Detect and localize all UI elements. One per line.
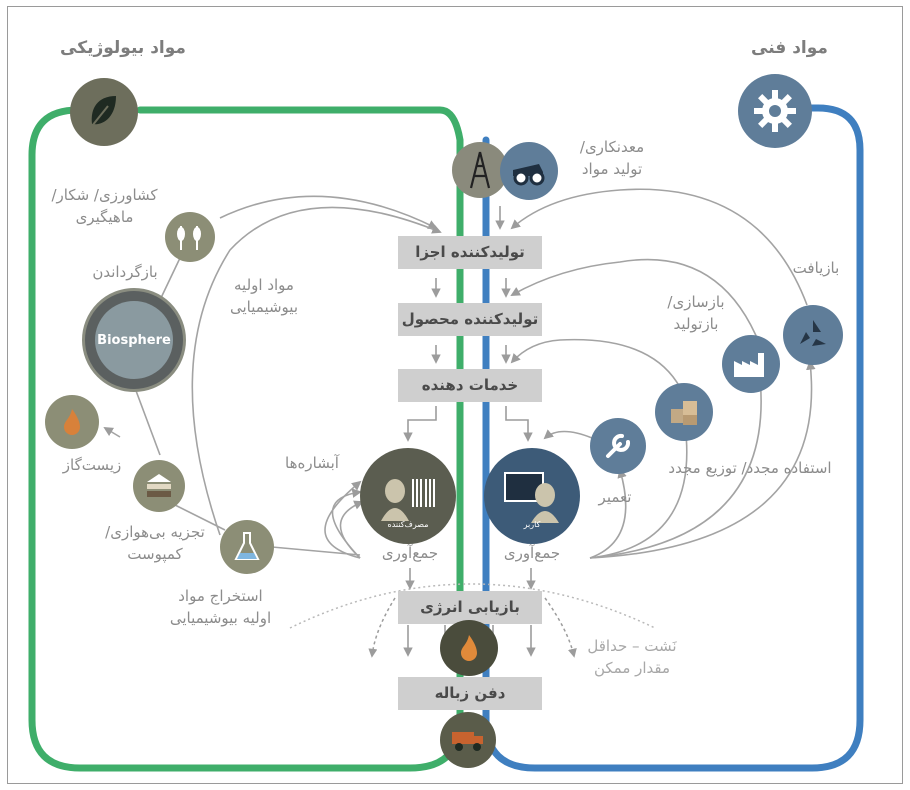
arrow-farming-to-parts <box>219 195 438 229</box>
leakage-arrow-right <box>544 597 577 658</box>
farming-label-line-2: ماهیگیری <box>75 207 134 226</box>
flask-icon <box>220 520 274 574</box>
factory-icon <box>722 335 780 393</box>
biosphere-globe <box>95 301 173 379</box>
mining-truck-icon <box>500 142 558 200</box>
arrow-recycle-to-parts <box>510 188 808 306</box>
flame-icon <box>440 620 498 676</box>
extraction-label-line-2: اولیه بیوشیمیایی <box>169 608 272 627</box>
energy-recovery-box: بازیابی انرژی <box>398 591 542 624</box>
farming-label-line-1: کشاورزی/ شکار/ <box>51 186 158 204</box>
fire-icon <box>45 395 99 449</box>
extraction-label-line-1: استخراج مواد <box>178 587 263 605</box>
cascades-label: آبشاره‌ها <box>285 454 339 472</box>
diagram-frame <box>7 6 903 784</box>
landfill-box: دفن زباله <box>398 677 542 710</box>
regeneration-label: بازگرداندن <box>92 263 158 281</box>
truck-icon <box>440 712 496 768</box>
arrow-maintenance-to-user <box>543 429 593 440</box>
wrench-icon <box>590 418 646 474</box>
leakage-dotted-arc <box>289 583 656 629</box>
line-extraction-to-collection <box>271 546 361 556</box>
parts-manufacturer-box: تولیدکننده اجزا <box>398 236 542 269</box>
consumer-caption: مصرف‌کننده <box>388 520 429 529</box>
biochemical-feedstock-line-1: مواد اولیه <box>234 276 294 294</box>
globe-icon: Biosphere <box>82 288 186 392</box>
line-digestion-to-extraction <box>174 504 226 531</box>
arrow-refurbish-to-product <box>510 258 761 346</box>
service-provider-box: خدمات دهنده <box>398 369 542 402</box>
recycle-icon <box>783 305 843 365</box>
technical-loop-outline <box>482 104 864 772</box>
user-caption: کاربر <box>523 520 541 529</box>
refurbish-label-line-2: بازتولید <box>673 314 719 333</box>
technical-materials-header: مواد فنی <box>751 38 828 58</box>
leaf-icon <box>70 78 138 146</box>
mining-label-line-1: معدنکاری/ <box>579 138 645 156</box>
biosphere-label: Biosphere <box>97 332 171 348</box>
arrow-feedstock-to-parts <box>191 206 442 536</box>
leakage-arrow-left <box>368 597 396 658</box>
farming-label: کشاورزی/ شکار/ ماهیگیری <box>42 185 167 229</box>
refurbish-label: بازسازی/ بازتولید <box>656 292 736 336</box>
extraction-label: استخراج مواد اولیه بیوشیمیایی <box>148 586 293 630</box>
product-manufacturer-box: تولیدکننده محصول <box>398 303 542 336</box>
line-biosphere-to-farming <box>159 257 181 301</box>
arrow-collection-to-recycle <box>589 360 816 559</box>
biochemical-feedstock-label: مواد اولیه بیوشیمیایی <box>214 275 314 319</box>
arrow-service-to-consumer <box>403 406 437 442</box>
arrow-service-to-user <box>505 406 533 442</box>
digestion-label-line-1: تجزیه بی‌هوازی/ <box>105 523 205 541</box>
arrow-collection-to-reuse <box>589 423 691 559</box>
recycle-label: بازیافت <box>792 259 840 277</box>
refurbish-label-line-1: بازسازی/ <box>667 293 725 311</box>
consumer-icon: مصرف‌کننده <box>360 448 456 544</box>
user-computer-icon: کاربر <box>484 448 580 544</box>
mining-label-line-2: تولید مواد <box>581 159 643 178</box>
biogas-label: زیست‌گاز <box>62 456 122 474</box>
arrow-reuse-to-service <box>510 338 686 399</box>
gear-icon <box>738 74 812 148</box>
bio-collection-label: جمع‌آوری <box>381 544 439 562</box>
digestion-label-line-2: کمپوست <box>127 544 183 563</box>
arrow-to-biogas <box>103 427 121 438</box>
leakage-label: نَشت – حداقل مقدار ممکن <box>582 636 682 680</box>
arrow-collection-to-maintenance <box>589 468 627 559</box>
oil-rig-icon <box>452 142 508 198</box>
reuse-label: استفاده مجدد/ توزیع مجدد <box>668 459 832 477</box>
biochemical-feedstock-line-2: بیوشیمیایی <box>230 297 298 316</box>
biological-materials-header: مواد بیولوژیکی <box>60 38 186 58</box>
arrow-collection-to-refurbish <box>589 376 766 559</box>
mining-label: معدنکاری/ تولید مواد <box>567 137 657 181</box>
tech-collection-label: جمع‌آوری <box>503 544 561 562</box>
boxes-icon <box>655 383 713 441</box>
leakage-label-line-2: مقدار ممکن <box>593 658 671 677</box>
line-biosphere-to-digestion <box>131 379 161 456</box>
maintenance-label: تعمیر <box>598 488 632 506</box>
arrow-cascade-3 <box>339 500 364 559</box>
wheat-fish-icon <box>165 212 215 262</box>
leakage-label-line-1: نَشت – حداقل <box>587 637 677 655</box>
digestion-label: تجزیه بی‌هوازی/ کمپوست <box>95 522 215 566</box>
soil-layers-icon <box>133 460 185 512</box>
